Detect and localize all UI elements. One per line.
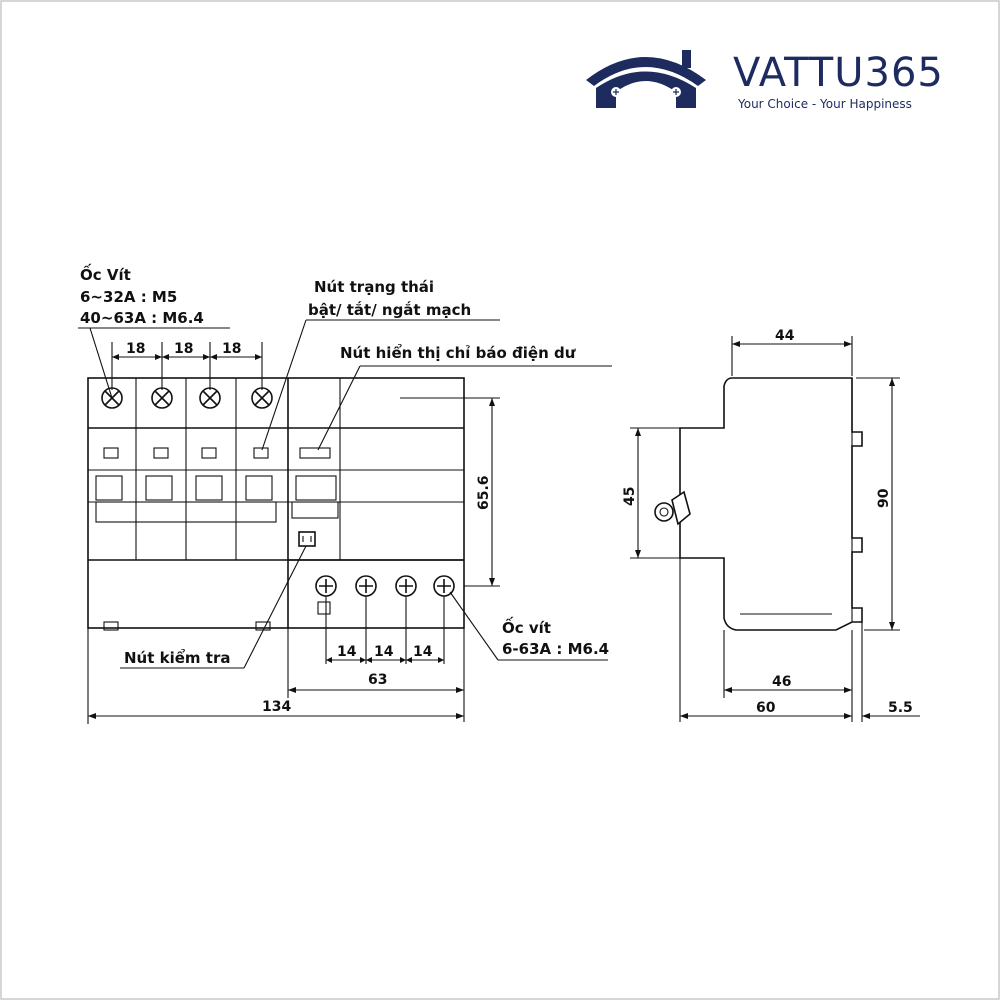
- screw-icon: [395, 575, 417, 597]
- label-status-line2: bật/ tắt/ ngắt mạch: [308, 300, 471, 319]
- label-screw-line2: 40~63A : M6.4: [80, 309, 204, 327]
- dim-side-right: 90: [876, 488, 892, 508]
- top-screws: [101, 387, 273, 409]
- logo-chimney-icon: [682, 50, 691, 68]
- label-bottom-screw-title: Ốc vít: [502, 616, 551, 637]
- logo-roof-icon: [586, 57, 706, 86]
- brand-name: VATTU365: [733, 50, 944, 96]
- dim-pitch-2: 18: [174, 341, 193, 357]
- breaker-side-profile: [679, 377, 863, 631]
- brand-tagline: Your Choice - Your Happiness: [737, 97, 912, 111]
- dim-bottom-pitch-1: 14: [337, 644, 357, 660]
- screw-icon: [433, 575, 455, 597]
- screw-icon: [199, 387, 221, 409]
- dim-pitch-3: 18: [222, 341, 241, 357]
- dim-side-offset: 5.5: [888, 700, 913, 716]
- screw-icon: [251, 387, 273, 409]
- front-view: Ốc Vít 6~32A : M5 40~63A : M6.4 Nút trạn…: [78, 263, 612, 724]
- label-status-line1: Nút trạng thái: [314, 278, 434, 296]
- dim-side-inner-bottom: 46: [772, 674, 791, 690]
- label-bottom-screw-line1: 6-63A : M6.4: [502, 640, 609, 658]
- dim-side-top: 44: [775, 328, 795, 344]
- dim-side-left: 45: [622, 487, 638, 506]
- label-test-button: Nút kiểm tra: [124, 648, 230, 667]
- label-screw-line1: 6~32A : M5: [80, 288, 177, 306]
- dim-block: 63: [368, 672, 387, 688]
- screw-icon: [151, 387, 173, 409]
- dim-height: 65.6: [476, 475, 492, 510]
- dim-pitch-1: 18: [126, 341, 145, 357]
- screw-icon: [315, 575, 337, 597]
- dim-total: 134: [262, 699, 291, 715]
- side-knob-icon: [654, 490, 691, 526]
- side-view: 44 45 90 46 60 5.5: [622, 328, 920, 722]
- screw-icon: [355, 575, 377, 597]
- brand-logo: VATTU365 Your Choice - Your Happiness: [586, 50, 944, 111]
- test-button-shape: [298, 531, 316, 547]
- dim-bottom-pitch-2: 14: [374, 644, 394, 660]
- dim-side-bottom: 60: [756, 700, 776, 716]
- dim-bottom-pitch-3: 14: [413, 644, 433, 660]
- breaker-body: [87, 377, 465, 629]
- label-residual-indicator: Nút hiển thị chỉ báo điện dư: [340, 343, 576, 362]
- label-screw-title: Ốc Vít: [80, 263, 131, 284]
- bottom-screws: [315, 575, 455, 597]
- logo-house-icon: [596, 71, 696, 108]
